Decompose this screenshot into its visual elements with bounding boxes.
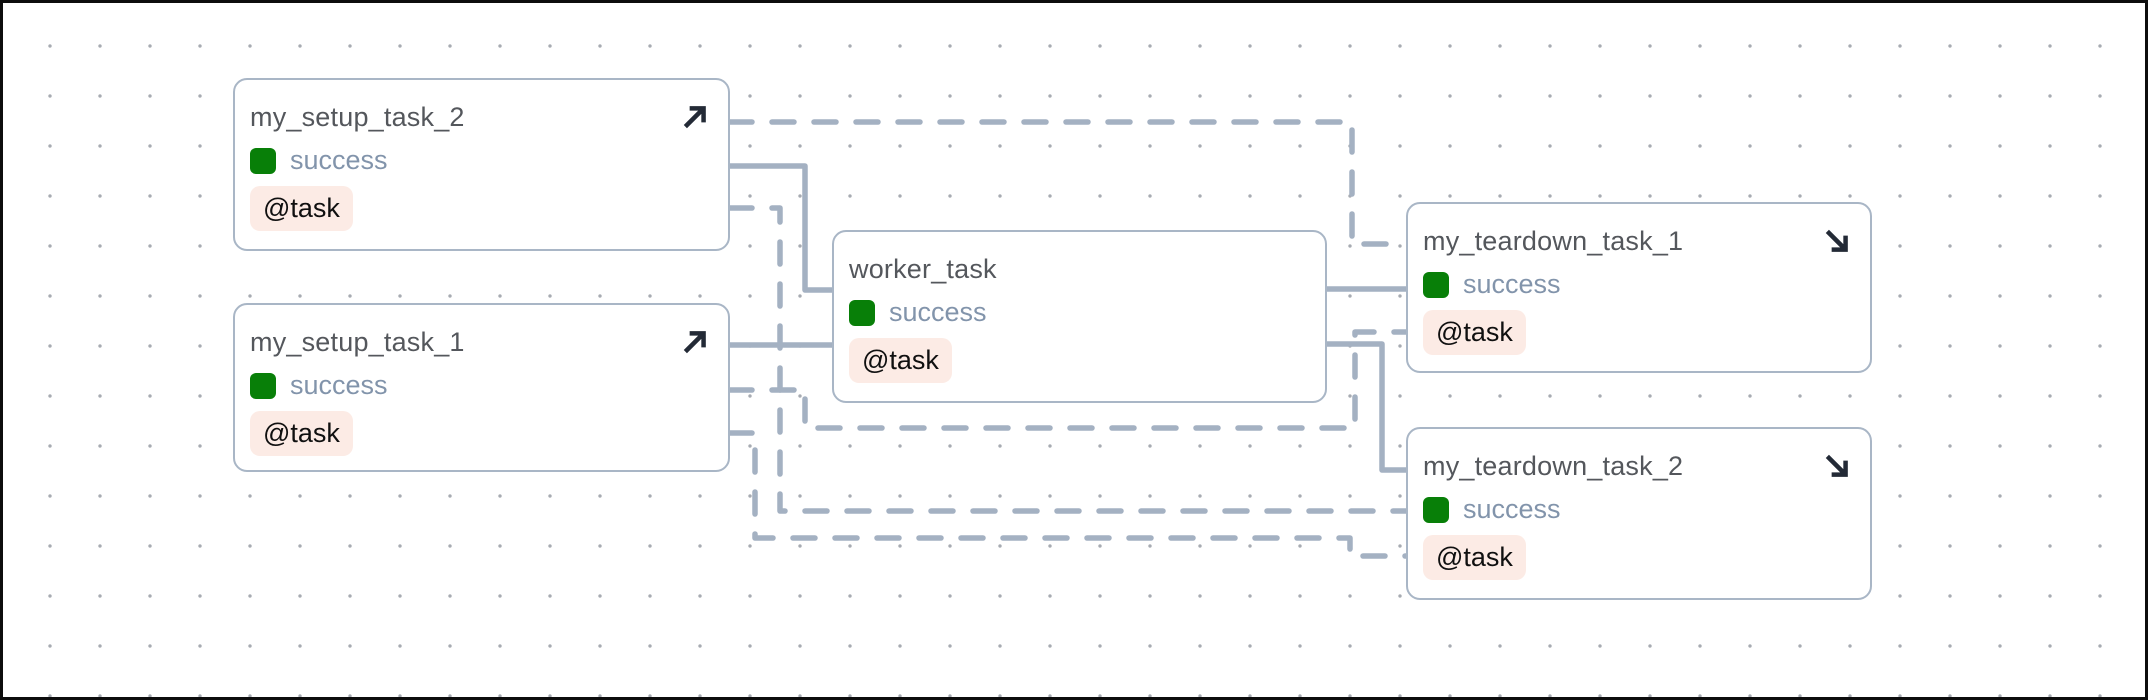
task-state-label: success [1463,269,1561,300]
task-state-label: success [889,297,987,328]
task-title-row: worker_task [849,254,1307,285]
task-state-row: success [250,370,710,401]
task-node-my_teardown_task_1[interactable]: my_teardown_task_1 success @task [1406,202,1872,373]
edge-my_setup_task_1-to-my_teardown_task_1 [727,329,1409,431]
task-state-label: success [290,370,388,401]
task-state-row: success [1423,494,1852,525]
task-operator-badge: @task [1423,310,1526,356]
task-state-row: success [849,297,1307,328]
task-operator-badge: @task [1423,535,1526,581]
arrow-up-right-icon [680,327,710,357]
task-operator-badge: @task [849,338,952,384]
task-title-row: my_setup_task_1 [250,327,710,358]
task-node-my_setup_task_1[interactable]: my_setup_task_1 success @task [233,303,730,472]
edge-my_setup_task_2-to-worker_task [730,163,832,293]
success-state-icon [250,147,276,174]
arrow-down-right-icon [1822,226,1852,256]
success-state-icon [250,372,276,399]
task-title: my_teardown_task_2 [1423,451,1684,481]
task-operator-badge: @task [250,411,353,457]
arrow-up-right-icon [680,102,710,132]
task-node-my_setup_task_2[interactable]: my_setup_task_2 success @task [233,78,730,251]
task-state-row: success [1423,269,1852,300]
task-state-row: success [250,145,710,176]
task-title: my_setup_task_2 [250,102,465,132]
task-state-label: success [290,145,388,176]
task-node-my_teardown_task_2[interactable]: my_teardown_task_2 success @task [1406,427,1872,600]
task-state-label: success [1463,494,1561,525]
task-title-row: my_setup_task_2 [250,102,710,133]
task-title: worker_task [849,254,997,284]
task-node-worker_task[interactable]: worker_task success @task [832,230,1327,403]
edge-my_setup_task_1-to-my_teardown_task_2 [727,430,1409,559]
success-state-icon [849,299,875,326]
task-title-row: my_teardown_task_2 [1423,451,1852,482]
task-title: my_teardown_task_1 [1423,226,1684,256]
task-title-row: my_teardown_task_1 [1423,226,1852,257]
success-state-icon [1423,271,1449,298]
task-operator-badge: @task [250,186,353,232]
edge-worker_task-to-my_teardown_task_2 [1327,341,1406,473]
arrow-down-right-icon [1822,451,1852,481]
task-title: my_setup_task_1 [250,327,465,357]
success-state-icon [1423,496,1449,523]
edge-my_setup_task_2-to-my_teardown_task_1 [727,119,1409,247]
